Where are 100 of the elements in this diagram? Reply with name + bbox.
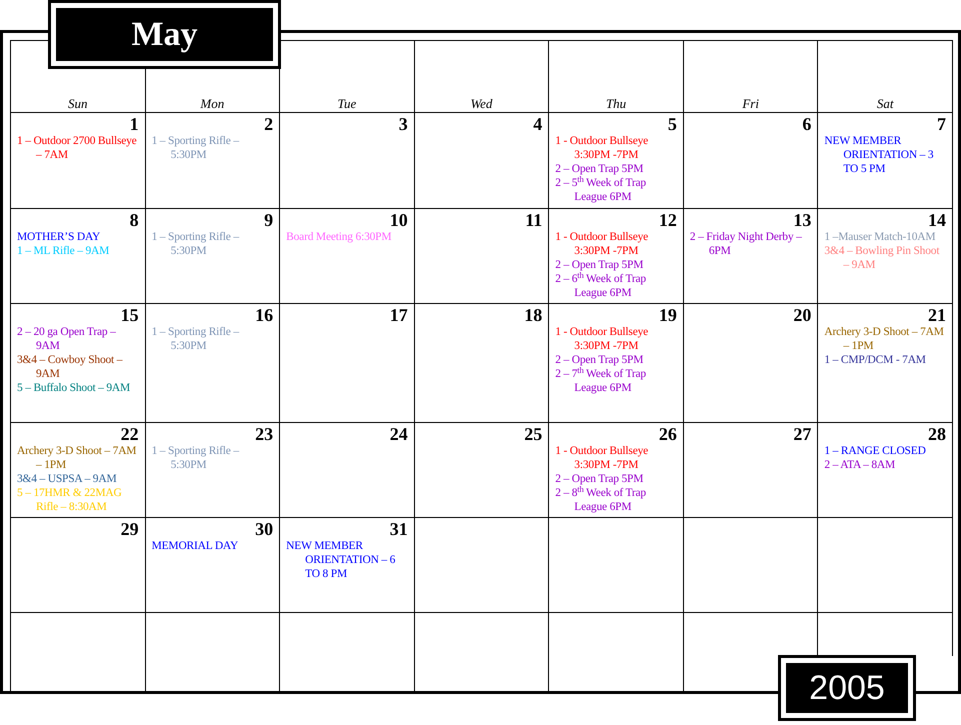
day-cell bbox=[414, 423, 550, 518]
event-text: 1 - Outdoor Bullseye 3:30PM -7PM bbox=[555, 325, 650, 353]
day-number: 30 bbox=[255, 519, 274, 539]
day-cell bbox=[818, 304, 953, 423]
day-number: 17 bbox=[390, 305, 408, 325]
day-number: 19 bbox=[658, 305, 677, 325]
day-number: 15 bbox=[120, 305, 139, 325]
day-cell bbox=[11, 304, 146, 423]
weekday-header: Fri bbox=[742, 96, 759, 111]
event-text: NEW MEMBER ORIENTATION – 3 TO 5 PM bbox=[824, 134, 934, 176]
day-number: 22 bbox=[120, 424, 139, 444]
day-cell bbox=[11, 518, 146, 613]
day-cell bbox=[280, 304, 415, 423]
day-number: 11 bbox=[525, 210, 542, 230]
empty-day-cell bbox=[684, 518, 818, 613]
day-cell bbox=[549, 113, 684, 209]
event-text: MEMORIAL DAY bbox=[152, 539, 240, 553]
event-text: Board Meeting 6:30PM bbox=[286, 230, 392, 244]
day-cell bbox=[146, 113, 280, 209]
day-number: 27 bbox=[793, 424, 812, 444]
day-number: 25 bbox=[524, 424, 542, 444]
day-number: 5 bbox=[668, 114, 677, 134]
day-number: 13 bbox=[793, 210, 812, 230]
event-text: 5 – 17HMR & 22MAG Rifle – 8:30AM bbox=[17, 486, 123, 514]
event-text: 3&4 – USPSA – 9AM bbox=[17, 472, 118, 486]
day-cell bbox=[414, 209, 550, 304]
day-cell bbox=[549, 423, 684, 518]
day-cell bbox=[684, 113, 818, 209]
event-text: 2 – Open Trap 5PM bbox=[555, 162, 644, 176]
event-text: 1 – Sporting Rifle – 5:30PM bbox=[152, 325, 240, 353]
day-number: 31 bbox=[390, 519, 408, 539]
event-text: 2 – 5$^{th}$ Week of Trap League 6PM bbox=[555, 176, 647, 204]
day-cell bbox=[146, 304, 280, 423]
event-text: Archery 3-D Shoot – 7AM – 1PM bbox=[17, 444, 138, 472]
day-cell bbox=[11, 209, 146, 304]
day-cell bbox=[280, 209, 415, 304]
empty-day-cell bbox=[414, 518, 550, 613]
event-text: 1 –Mauser Match-10AM bbox=[824, 230, 936, 244]
event-text: 2 – Open Trap 5PM bbox=[555, 353, 644, 367]
event-text: MOTHER’S DAY bbox=[17, 230, 102, 244]
event-text: NEW MEMBER ORIENTATION – 6 TO 8 PM bbox=[286, 539, 396, 581]
event-text: 2 – Open Trap 5PM bbox=[555, 258, 644, 272]
day-cell bbox=[549, 209, 684, 304]
day-cell bbox=[818, 423, 953, 518]
day-number: 16 bbox=[255, 305, 274, 325]
empty-day-cell bbox=[818, 518, 953, 613]
day-number: 29 bbox=[120, 519, 139, 539]
event-text: 3&4 – Cowboy Shoot – 9AM bbox=[17, 353, 124, 381]
day-number: 7 bbox=[936, 114, 946, 134]
day-cell bbox=[280, 423, 415, 518]
day-number: 8 bbox=[130, 210, 139, 230]
day-cell bbox=[11, 113, 146, 209]
day-cell bbox=[684, 304, 818, 423]
event-text: 2 – 7$^{th}$ Week of Trap League 6PM bbox=[555, 367, 647, 395]
empty-day-cell bbox=[549, 518, 684, 613]
event-text: 2 – 6$^{th}$ Week of Trap League 6PM bbox=[555, 272, 647, 300]
event-text: 1 – Sporting Rifle – 5:30PM bbox=[152, 444, 240, 472]
empty-day-cell bbox=[146, 613, 280, 693]
empty-day-cell bbox=[414, 613, 550, 693]
event-text: 2 – 8$^{th}$ Week of Trap League 6PM bbox=[555, 486, 647, 514]
day-number: 21 bbox=[928, 305, 946, 325]
event-text: Archery 3-D Shoot – 7AM – 1PM bbox=[824, 325, 945, 353]
day-number: 12 bbox=[658, 210, 677, 230]
day-number: 4 bbox=[533, 114, 542, 134]
weekday-header: Sat bbox=[876, 96, 894, 111]
month-title: May bbox=[56, 8, 273, 61]
event-text: 2 – Open Trap 5PM bbox=[555, 472, 644, 486]
day-number: 26 bbox=[658, 424, 677, 444]
day-cell bbox=[280, 113, 415, 209]
event-text: 1 - Outdoor Bullseye 3:30PM -7PM bbox=[555, 134, 650, 162]
event-text: 1 – ML Rifle – 9AM bbox=[17, 244, 110, 258]
event-text: 1 – Outdoor 2700 Bullseye – 7AM bbox=[17, 134, 138, 162]
weekday-header: Tue bbox=[338, 96, 356, 111]
event-text: 2 – Friday Night Derby – 6PM bbox=[690, 230, 803, 258]
event-text: 1 – RANGE CLOSED bbox=[824, 444, 927, 458]
day-number: 14 bbox=[928, 210, 946, 230]
event-text: 1 - Outdoor Bullseye 3:30PM -7PM bbox=[555, 444, 650, 472]
day-cell bbox=[818, 113, 953, 209]
day-cell bbox=[280, 518, 415, 613]
event-text: 1 – Sporting Rifle – 5:30PM bbox=[152, 230, 240, 258]
day-number: 3 bbox=[398, 114, 408, 134]
event-text: 5 – Buffalo Shoot – 9AM bbox=[17, 381, 132, 395]
weekday-header: Wed bbox=[470, 96, 492, 111]
day-cell bbox=[146, 423, 280, 518]
day-number: 10 bbox=[390, 210, 408, 230]
year-label: 2005 bbox=[786, 663, 908, 713]
event-text: 1 – Sporting Rifle – 5:30PM bbox=[152, 134, 240, 162]
day-cell bbox=[549, 304, 684, 423]
year-box bbox=[778, 655, 916, 721]
day-cell bbox=[414, 113, 550, 209]
day-number: 2 bbox=[264, 114, 274, 134]
day-number: 1 bbox=[130, 114, 139, 134]
day-number: 28 bbox=[928, 424, 946, 444]
day-cell bbox=[146, 518, 280, 613]
day-number: 24 bbox=[390, 424, 408, 444]
day-cell bbox=[684, 423, 818, 518]
day-cell bbox=[11, 423, 146, 518]
day-cell bbox=[818, 209, 953, 304]
event-text: 1 - Outdoor Bullseye 3:30PM -7PM bbox=[555, 230, 650, 258]
day-number: 18 bbox=[524, 305, 542, 325]
